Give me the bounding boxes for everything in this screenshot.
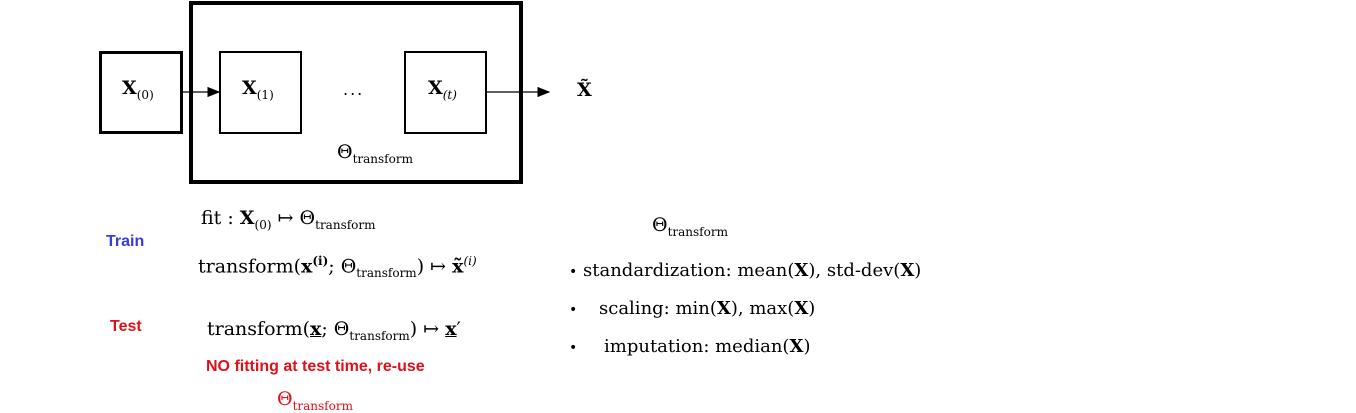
node-x0-label: X(0) xyxy=(122,77,154,102)
fit-equation: fit : X(0) ↦ Θtransform xyxy=(201,207,376,232)
test-note-theta: Θtransform xyxy=(277,388,353,413)
node-x0-box xyxy=(99,51,183,134)
train-label: Train xyxy=(106,233,145,250)
node-x1-label: X(1) xyxy=(242,77,274,102)
test-transform-equation: transform(x; Θtransform) ↦ x′ xyxy=(207,318,461,343)
node-xt-box xyxy=(404,51,487,134)
example-item-imputation: •imputation: median(X) xyxy=(569,336,811,357)
example-item-scaling: •scaling: min(X), max(X) xyxy=(569,298,816,319)
outer-theta-label: Θtransform xyxy=(337,141,413,166)
test-note: NO fitting at test time, re-use xyxy=(206,358,425,375)
output-label: X̃ xyxy=(577,79,592,101)
node-xt-label: X(t) xyxy=(428,77,457,102)
train-transform-equation: transform(x(i); Θtransform) ↦ x̃(i) xyxy=(198,254,477,281)
examples-header: Θtransform xyxy=(652,214,728,239)
connector-layer xyxy=(181,86,551,98)
ellipsis-label: ... xyxy=(343,80,365,99)
node-x1-box xyxy=(219,51,302,134)
example-item-standardization: •standardization: mean(X), std-dev(X) xyxy=(569,260,922,281)
test-label: Test xyxy=(110,318,142,335)
transform-pipeline-box xyxy=(189,1,523,184)
